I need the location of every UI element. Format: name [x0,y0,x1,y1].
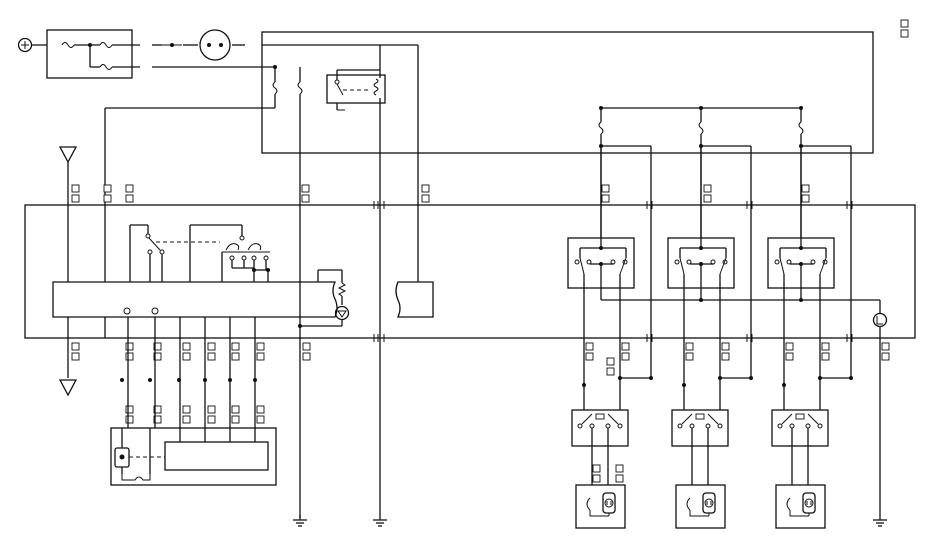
fuse-pair-icon [272,67,303,205]
motor-channel-2 [667,146,753,529]
antenna-icon [58,146,78,282]
connector-pin-icon [125,342,134,361]
splice-marks [373,201,853,342]
indicator-lamp-icon [298,269,350,328]
connector-pin-icon [685,342,694,361]
connector-pin-icon [182,342,191,361]
connector-pin-icon [125,405,134,424]
connector-pin-icon [153,405,162,424]
connector-pin-icon [153,342,162,361]
actuator-motor-icon [114,441,165,481]
module-pin-icons [123,307,159,315]
sub-module [395,281,434,318]
battery-terminal-icon [17,37,33,53]
connector-pin-icon [703,184,712,203]
connector-pin-icon [182,405,191,424]
fuse-icon [61,42,113,70]
window-motor-box [575,484,626,529]
connector-pin-icon [256,342,265,361]
main-relay-circuit-outline [261,31,874,154]
connector-pin-icon [721,342,730,361]
connector-terminals-bottom [71,342,890,361]
connector-pin-icon [207,405,216,424]
motor-icon [586,492,616,517]
connector-pin-icon [785,342,794,361]
window-motor-box [675,484,726,529]
connector-pin-icon [615,464,624,483]
connector-pin-icon [302,342,311,361]
connector-pin-icon [592,464,601,483]
window-motor-box [775,484,826,529]
motor-channel-3 [767,146,853,529]
motor-channel-1 [567,146,653,529]
connector-pin-icon [585,342,594,361]
connector-pin-icon [801,184,810,203]
motor-channels [567,146,853,529]
actuator-wires [120,317,257,442]
connector-pin-icon [601,184,610,203]
control-module-switch [129,224,270,282]
connector-terminals-lower [125,357,624,483]
connector-pin-icon [301,184,310,203]
connector-pin-icon [231,342,240,361]
connector-pin-icon [231,405,240,424]
connector-pin-icon [881,342,890,361]
control-module [52,281,338,318]
right-indicator-icon [600,288,888,520]
motor-icon [786,492,816,517]
connector-pin-icon [256,405,265,424]
connector-pin-icon [621,342,630,361]
connector-pin-icon [821,342,830,361]
ignition-switch-icon [199,29,231,61]
connector-pin-icon [71,184,80,203]
ground-triangle-icon [58,317,78,397]
relay-switch-icon [334,78,379,96]
connector-terminals-top [71,184,810,203]
connector-pin-icon [125,184,134,203]
control-unit-outline [24,204,916,339]
motor-icon [686,492,716,517]
connector-pin-icon [71,342,80,361]
connector-pin-icon [421,184,430,203]
actuator-logic-box [164,441,269,471]
connector-pin-icon [606,357,615,376]
connector-pin-icon [103,184,112,203]
connector-pin-icon [207,342,216,361]
